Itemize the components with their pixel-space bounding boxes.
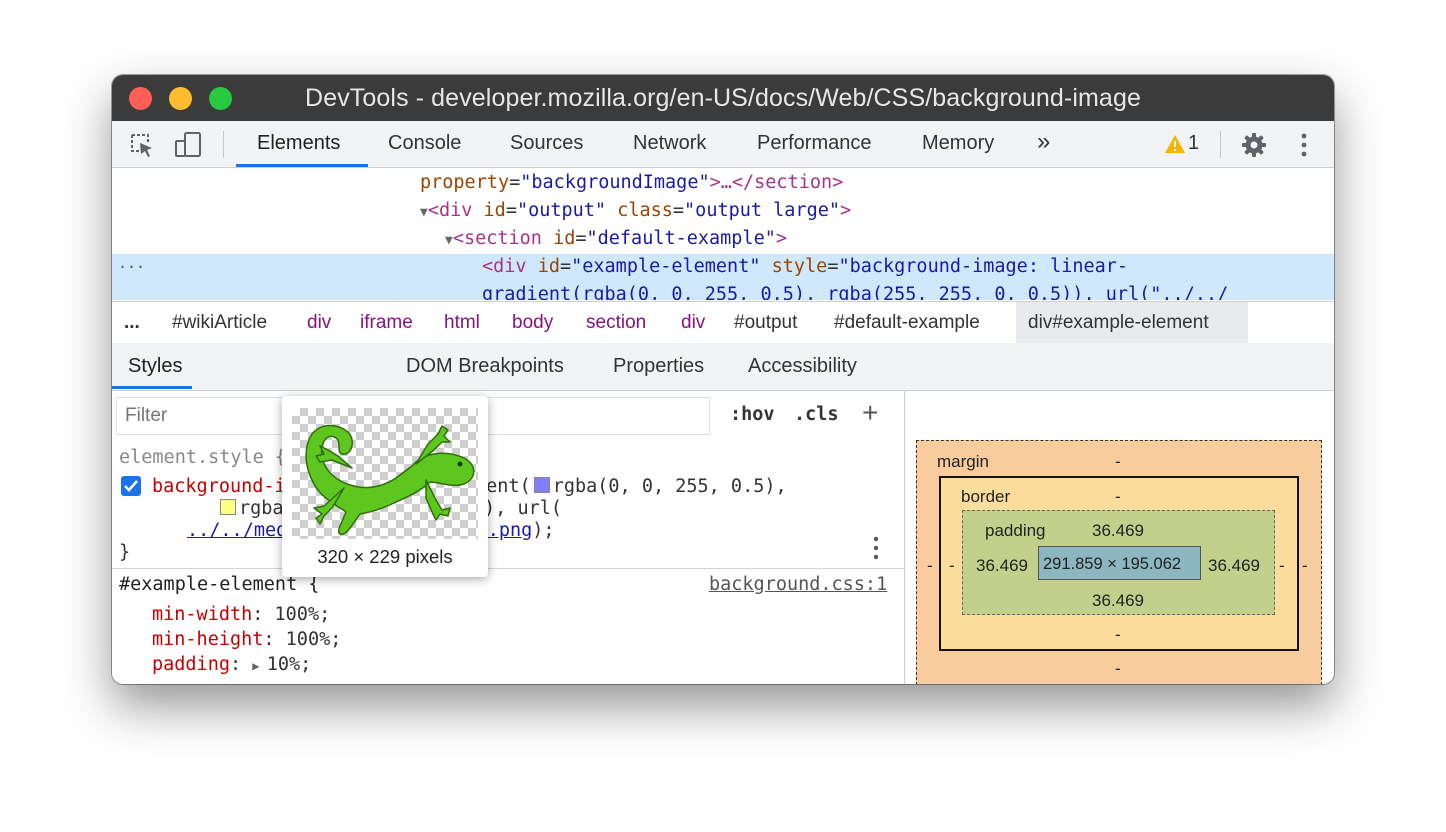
border-bottom-value[interactable]: -	[1115, 625, 1121, 644]
rule-divider	[112, 568, 904, 569]
tab-console[interactable]: Console	[388, 132, 462, 154]
breadcrumb-item[interactable]: body	[512, 312, 554, 333]
breadcrumb-item-selected[interactable]: div#example-element	[1028, 312, 1209, 333]
image-preview-popover: 320 × 229 pixels	[282, 396, 488, 577]
padding-declaration[interactable]: padding: ▶ 10%;	[152, 654, 312, 675]
color-swatch[interactable]	[220, 499, 236, 515]
devtools-window: DevTools - developer.mozilla.org/en-US/d…	[112, 75, 1334, 684]
padding-top-value[interactable]: 36.469	[1092, 521, 1144, 540]
expand-shorthand-icon[interactable]: ▶	[252, 659, 267, 673]
device-toolbar-icon[interactable]	[174, 131, 204, 164]
border-label: border	[961, 487, 1011, 506]
breadcrumb: ... #wikiArticle div iframe html body se…	[112, 301, 1334, 344]
margin-right-value[interactable]: -	[1302, 556, 1308, 575]
dom-line-example-element-cont[interactable]: gradient(rgba(0, 0, 255, 0.5), rgba(255,…	[482, 284, 1229, 300]
margin-bottom-value[interactable]: -	[1115, 659, 1121, 678]
margin-left-value[interactable]: -	[927, 556, 933, 575]
content-size-value: 291.859 × 195.062	[1043, 555, 1182, 573]
rule-close-brace: }	[119, 542, 131, 563]
min-width-declaration[interactable]: min-width: 100%;	[152, 604, 331, 625]
margin-top-value[interactable]: -	[1115, 452, 1121, 471]
tab-sources[interactable]: Sources	[510, 132, 584, 154]
breadcrumb-selected-bg	[1016, 302, 1248, 343]
breadcrumb-item[interactable]: div	[307, 312, 332, 333]
breadcrumb-ellipsis[interactable]: ...	[124, 312, 140, 333]
breadcrumb-item[interactable]: #wikiArticle	[172, 312, 268, 333]
window-title: DevTools - developer.mozilla.org/en-US/d…	[305, 84, 1141, 112]
element-style-header: element.style {	[119, 447, 287, 468]
margin-label: margin	[937, 452, 989, 471]
rule-menu-icon[interactable]	[872, 535, 880, 566]
property-checkbox[interactable]	[121, 476, 141, 496]
tab-properties[interactable]: Properties	[613, 355, 705, 377]
toolbar-divider-2	[1220, 131, 1221, 158]
dom-line-default-example[interactable]: ▼<section id="default-example">	[445, 228, 787, 249]
title-bar: DevTools - developer.mozilla.org/en-US/d…	[112, 75, 1334, 121]
color-swatch[interactable]	[533, 477, 550, 493]
tab-styles[interactable]: Styles	[128, 355, 183, 377]
breadcrumb-item[interactable]: #output	[734, 312, 798, 333]
dom-tree[interactable]: property="backgroundImage">…</section> ▼…	[112, 168, 1334, 300]
close-window-button[interactable]	[129, 87, 152, 110]
main-toolbar: Elements Console Sources Network Perform…	[112, 121, 1334, 168]
box-model-panel: margin - - - - border - - - - padding 36…	[905, 391, 1334, 684]
padding-right-value[interactable]: 36.469	[1208, 556, 1260, 575]
min-height-declaration[interactable]: min-height: 100%;	[152, 629, 342, 650]
sidebar-tabs: Styles DOM Breakpoints Properties Access…	[112, 343, 1334, 391]
dom-line-section-close[interactable]: property="backgroundImage">…</section>	[420, 172, 844, 193]
tab-performance[interactable]: Performance	[757, 132, 872, 154]
content-box[interactable]	[1038, 546, 1201, 580]
zoom-window-button[interactable]	[209, 87, 232, 110]
example-element-rule[interactable]: #example-element {	[119, 574, 320, 595]
minimize-window-button[interactable]	[169, 87, 192, 110]
breadcrumb-item[interactable]: html	[444, 312, 480, 333]
tab-memory[interactable]: Memory	[922, 132, 995, 154]
active-tab-indicator	[236, 164, 368, 167]
gear-icon[interactable]	[1240, 131, 1268, 164]
new-style-rule-button[interactable]: +	[862, 397, 879, 428]
breadcrumb-item[interactable]: iframe	[360, 312, 413, 333]
toolbar-divider	[223, 131, 224, 158]
active-subtab-indicator	[112, 386, 192, 389]
breadcrumb-item[interactable]: section	[586, 312, 647, 333]
more-tabs-button[interactable]: »	[1037, 128, 1051, 155]
dom-line-output-div[interactable]: ▼<div id="output" class="output large">	[420, 200, 852, 221]
breadcrumb-item[interactable]: div	[681, 312, 706, 333]
padding-label: padding	[985, 521, 1046, 540]
hov-button[interactable]: :hov	[730, 404, 775, 425]
tab-dom-breakpoints[interactable]: DOM Breakpoints	[406, 355, 564, 377]
warning-icon[interactable]	[1164, 134, 1186, 159]
border-left-value[interactable]: -	[949, 556, 955, 575]
stylesheet-source-link[interactable]: background.css:1	[709, 574, 888, 595]
tab-accessibility[interactable]: Accessibility	[748, 355, 857, 377]
breadcrumb-item[interactable]: #default-example	[834, 312, 980, 333]
padding-bottom-value[interactable]: 36.469	[1092, 591, 1144, 610]
tab-elements[interactable]: Elements	[257, 132, 341, 154]
selected-node-highlight	[112, 254, 1334, 300]
dom-line-example-element[interactable]: <div id="example-element" style="backgro…	[482, 256, 1129, 277]
border-right-value[interactable]: -	[1279, 556, 1285, 575]
inspect-element-icon[interactable]	[128, 131, 156, 164]
lizard-image	[305, 424, 475, 536]
kebab-menu-icon[interactable]	[1298, 131, 1310, 164]
tab-network[interactable]: Network	[633, 132, 707, 154]
image-dimensions-caption: 320 × 229 pixels	[317, 546, 453, 567]
border-top-value[interactable]: -	[1115, 487, 1121, 506]
styles-pane: :hov .cls + element.style { background-i…	[112, 391, 905, 684]
cls-button[interactable]: .cls	[794, 404, 839, 425]
dom-node-actions-ellipsis[interactable]: ···	[118, 258, 146, 276]
warning-count[interactable]: 1	[1188, 132, 1200, 154]
padding-left-value[interactable]: 36.469	[976, 556, 1028, 575]
